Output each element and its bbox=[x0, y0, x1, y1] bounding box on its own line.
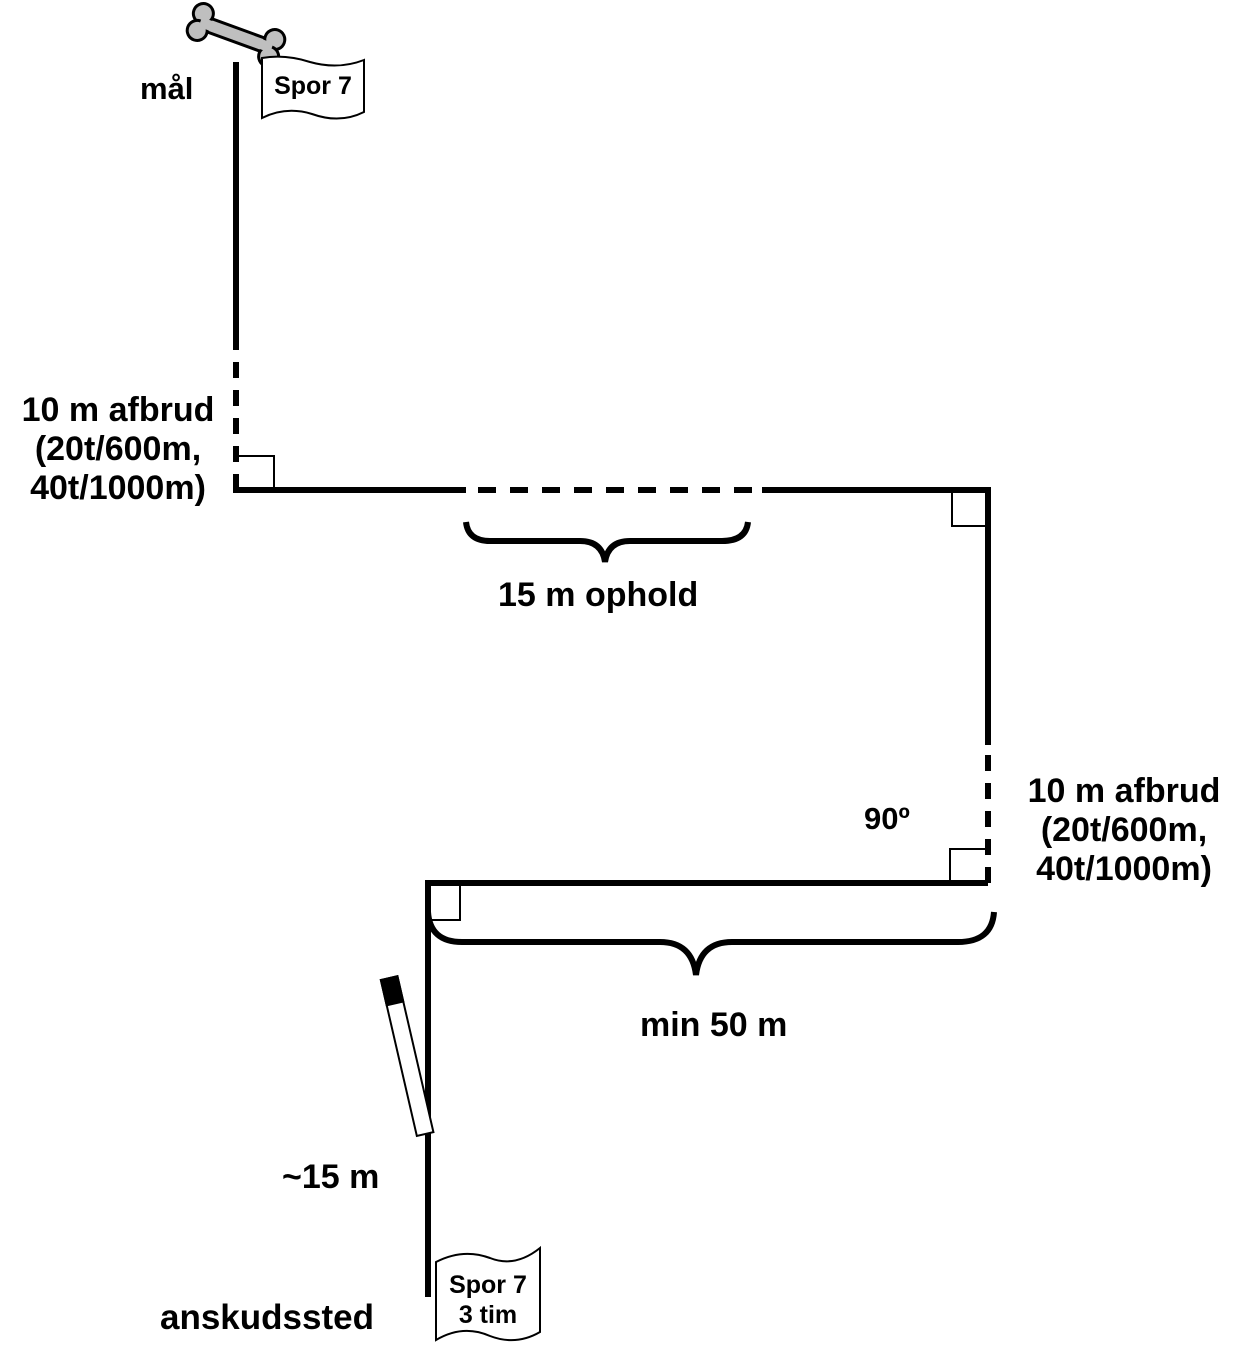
pen-marker-icon bbox=[379, 974, 435, 1138]
right-angle-marker bbox=[951, 490, 988, 527]
break-right-line: 40t/1000m) bbox=[1036, 850, 1212, 888]
break-right-line: 10 m afbrud bbox=[1027, 772, 1221, 810]
bone-icon bbox=[185, 2, 287, 68]
right-angle-marker bbox=[430, 886, 461, 921]
start-label: anskudssted bbox=[160, 1298, 374, 1337]
break-right-label: 10 m afbrud (20t/600m, 40t/1000m) bbox=[1016, 772, 1232, 889]
flag-top-text: Spor 7 bbox=[274, 72, 352, 100]
break-right-line: (20t/600m, bbox=[1040, 811, 1208, 849]
flag-bottom bbox=[435, 1245, 541, 1342]
break-left-line: 10 m afbrud bbox=[21, 391, 215, 429]
first-leg-label: ~15 m bbox=[282, 1158, 380, 1196]
brace-min-length bbox=[425, 911, 997, 976]
break-left-line: 40t/1000m) bbox=[30, 469, 206, 507]
flag-bottom-text: Spor 7 3 tim bbox=[436, 1270, 540, 1330]
break-left-line: (20t/600m, bbox=[34, 430, 202, 468]
flag-top bbox=[261, 55, 365, 120]
break-left-label: 10 m afbrud (20t/600m, 40t/1000m) bbox=[10, 391, 226, 508]
goal-label: mål bbox=[140, 71, 194, 106]
stop-label: 15 m ophold bbox=[498, 576, 699, 614]
right-angle-marker bbox=[238, 455, 275, 490]
right-angle-marker bbox=[949, 848, 986, 883]
angle-label: 90º bbox=[864, 801, 910, 836]
brace-stop bbox=[463, 521, 751, 563]
min-length-label: min 50 m bbox=[640, 1006, 788, 1044]
flag-bottom-line: Spor 7 bbox=[449, 1271, 527, 1299]
flag-bottom-line: 3 tim bbox=[458, 1301, 518, 1329]
